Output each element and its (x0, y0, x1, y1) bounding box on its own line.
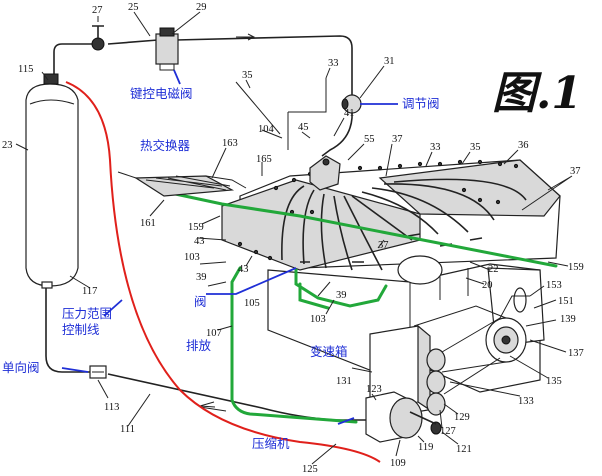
ref-159-right: 159 (568, 262, 584, 273)
ref-131: 131 (336, 376, 352, 387)
compressor (365, 391, 442, 443)
ref-111: 111 (120, 424, 135, 435)
ref-161: 161 (140, 218, 156, 229)
ref-165: 165 (256, 154, 272, 165)
ref-137: 137 (568, 348, 584, 359)
ref-45: 45 (298, 122, 309, 133)
label-exhaust: 排放 (186, 338, 212, 353)
ref-125: 125 (302, 464, 318, 475)
ref-107: 107 (206, 328, 222, 339)
ref-129: 129 (454, 412, 470, 423)
annotation-leaders (61, 69, 398, 425)
ref-123: 123 (366, 384, 382, 395)
ref-43: 43 (194, 236, 205, 247)
ref-37-top: 37 (392, 134, 403, 145)
keyed-solenoid-valve (155, 27, 179, 71)
label-compressor: 压缩机 (252, 436, 290, 451)
ref-115: 115 (18, 64, 33, 75)
ref-103: 103 (184, 252, 200, 263)
top-control-valve (309, 155, 341, 191)
ref-23: 23 (2, 140, 13, 151)
label-regulator-valve: 调节阀 (402, 96, 440, 111)
ref-127: 127 (440, 426, 456, 437)
ref-104: 104 (258, 124, 275, 135)
ref-133: 133 (518, 396, 534, 407)
label-valve: 阀 (194, 294, 207, 309)
ref-25: 25 (128, 2, 139, 13)
ref-135: 135 (546, 376, 562, 387)
ref-153: 153 (546, 280, 562, 291)
ref-29: 29 (196, 2, 207, 13)
ref-109: 109 (390, 458, 406, 469)
label-pressure-range-1: 压力范围 (62, 306, 112, 321)
ref-39-mid: 39 (336, 290, 347, 301)
pressure-control-line (65, 81, 381, 463)
ref-22: 22 (488, 264, 499, 275)
ref-33: 33 (430, 142, 441, 153)
injector-lines (281, 178, 527, 271)
ref-113: 113 (104, 402, 119, 413)
ref-105: 105 (244, 298, 260, 309)
ref-35-top: 35 (242, 70, 253, 81)
ref-39: 39 (196, 272, 207, 283)
label-gearbox: 变速箱 (310, 344, 348, 359)
ref-37-mid: 37 (378, 240, 389, 251)
exhaust-lines (164, 190, 558, 424)
ref-121: 121 (456, 444, 472, 455)
ref-20: 20 (482, 280, 493, 291)
ref-139: 139 (560, 314, 576, 325)
ref-119: 119 (418, 442, 433, 453)
pulley-system (413, 287, 530, 416)
heat-exchanger (117, 171, 247, 197)
reference-leaders (15, 11, 573, 465)
label-pressure-range-2: 控制线 (62, 322, 100, 337)
ref-31: 31 (384, 56, 395, 67)
ref-103-mid: 103 (310, 314, 326, 325)
ref-27: 27 (92, 5, 103, 16)
ref-36: 36 (518, 140, 529, 151)
ref-33-top: 33 (328, 58, 339, 69)
check-valve (89, 365, 107, 379)
ref-41: 41 (344, 108, 355, 119)
ref-151: 151 (558, 296, 574, 307)
ref-35: 35 (470, 142, 481, 153)
label-check-valve: 单向阀 (2, 360, 40, 375)
ref-117: 117 (82, 286, 97, 297)
label-heat-exchanger: 热交换器 (140, 138, 191, 153)
ref-37-right: 37 (570, 166, 581, 177)
chinese-labels: 键控电磁阀 调节阀 热交换器 阀 压力范围 控制线 排放 变速箱 单向阀 压缩机 (2, 86, 440, 451)
figure-title: 图.1 (492, 68, 582, 119)
ref-159: 159 (188, 222, 204, 233)
ref-43-mid: 43 (238, 264, 249, 275)
ref-55: 55 (364, 134, 375, 145)
air-tank (25, 73, 79, 289)
ref-163: 163 (222, 138, 238, 149)
label-keyed-solenoid-valve: 键控电磁阀 (130, 86, 193, 101)
shutoff-valve-27 (91, 25, 105, 51)
reference-numbers: 27 25 29 115 23 31 33 35 104 45 41 55 37… (2, 2, 584, 475)
